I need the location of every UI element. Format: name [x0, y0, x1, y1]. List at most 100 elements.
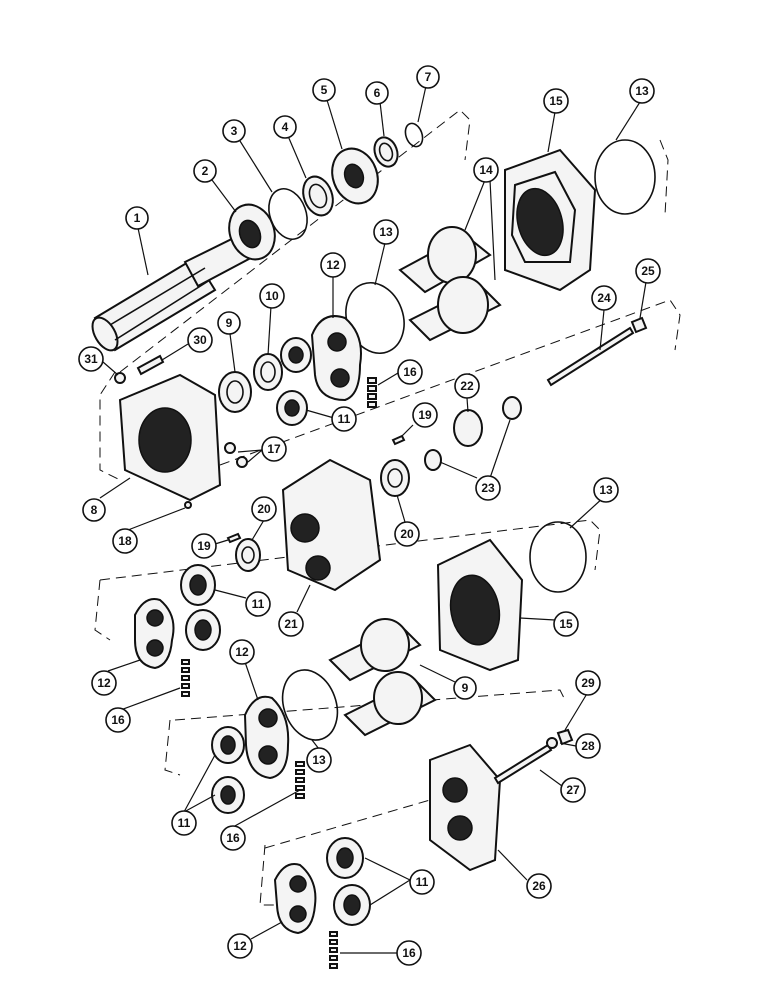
part-nut-25: [630, 316, 648, 334]
svg-text:16: 16: [226, 831, 240, 845]
callout-20-lower: 20: [251, 496, 277, 522]
svg-text:19: 19: [197, 539, 211, 553]
svg-text:13: 13: [312, 753, 326, 767]
svg-text:11: 11: [252, 597, 265, 611]
callout-15-lower: 15: [553, 611, 579, 637]
part-retainer-9-upper: [218, 371, 252, 413]
callout-4: 4: [273, 115, 297, 139]
callout-23: 23: [475, 475, 501, 501]
svg-text:13: 13: [599, 483, 613, 497]
svg-text:19: 19: [418, 408, 432, 422]
svg-text:27: 27: [566, 783, 580, 797]
part-seal-carrier: [228, 203, 276, 261]
part-pin-19-upper: [391, 434, 406, 446]
callout-9-lower: 9: [453, 676, 477, 700]
callout-16-lower: 16: [220, 825, 246, 851]
part-bearings-11-upper: [276, 337, 312, 426]
svg-text:1: 1: [134, 211, 141, 225]
svg-text:6: 6: [374, 86, 381, 100]
part-seals-16-mid: [181, 659, 190, 697]
callout-20-upper: 20: [394, 521, 420, 547]
svg-text:16: 16: [402, 946, 416, 960]
callout-24: 24: [591, 285, 617, 311]
part-seal-10: [253, 353, 283, 391]
part-bearings-11-lower: [211, 726, 245, 814]
part-end-cover-26: [429, 743, 502, 872]
part-center-body-21: [281, 458, 382, 592]
part-washer-28: [546, 737, 558, 749]
callout-11-lower: 11: [171, 810, 197, 836]
callout-16-upper: 16: [397, 359, 423, 385]
svg-text:12: 12: [233, 939, 247, 953]
callout-19-upper: 19: [412, 402, 438, 428]
part-gear-pair-9: [328, 618, 437, 737]
part-sleeves-23: [424, 396, 522, 471]
callout-5: 5: [312, 78, 336, 102]
svg-text:13: 13: [379, 225, 393, 239]
svg-text:25: 25: [641, 264, 655, 278]
callout-27: 27: [560, 777, 586, 803]
part-nut-29: [556, 728, 574, 746]
callout-9-upper: 9: [217, 311, 241, 335]
leader-lines: [99, 85, 647, 954]
part-wear-plate-12-upper: [310, 315, 362, 402]
svg-text:12: 12: [235, 645, 249, 659]
svg-text:5: 5: [321, 83, 328, 97]
svg-text:28: 28: [581, 739, 595, 753]
svg-text:9: 9: [226, 316, 233, 330]
svg-text:9: 9: [462, 681, 469, 695]
part-mounting-flange-8: [118, 373, 222, 502]
callout-10: 10: [259, 283, 285, 309]
part-pin-18: [184, 501, 192, 509]
callout-1: 1: [125, 206, 149, 230]
svg-text:22: 22: [460, 379, 474, 393]
callout-29: 29: [575, 670, 601, 696]
callout-25: 25: [635, 258, 661, 284]
callout-31: 31: [78, 346, 104, 372]
part-oring-13-lower: [281, 669, 339, 741]
svg-text:7: 7: [425, 70, 432, 84]
svg-text:2: 2: [202, 164, 209, 178]
part-gear-housing-lower: [436, 538, 524, 672]
callout-30: 30: [187, 327, 213, 353]
svg-text:15: 15: [559, 617, 573, 631]
callout-15-upper: 15: [543, 88, 569, 114]
callout-16-mid: 16: [105, 707, 131, 733]
svg-text:24: 24: [597, 291, 611, 305]
svg-text:4: 4: [282, 120, 289, 134]
callout-26: 26: [526, 873, 552, 899]
part-bearings-11-mid: [180, 564, 221, 651]
svg-text:14: 14: [479, 163, 493, 177]
callout-7: 7: [416, 65, 440, 89]
callout-19-lower: 19: [191, 533, 217, 559]
callout-11-upper: 11: [331, 406, 357, 432]
svg-text:12: 12: [326, 258, 340, 272]
svg-text:15: 15: [549, 94, 563, 108]
callout-12-lower: 12: [229, 639, 255, 665]
svg-text:16: 16: [403, 365, 417, 379]
part-coupler-22: [453, 409, 483, 447]
callout-12-upper: 12: [320, 252, 346, 278]
svg-text:12: 12: [97, 676, 111, 690]
callout-12-bottom: 12: [227, 933, 253, 959]
part-seals-16-bottom: [329, 931, 338, 969]
svg-text:20: 20: [400, 527, 414, 541]
svg-text:21: 21: [284, 617, 298, 631]
part-retainer-20-lower: [235, 538, 261, 572]
callout-6: 6: [365, 81, 389, 105]
part-gear-pair-14: [398, 226, 502, 342]
part-retainer-20-upper: [380, 459, 410, 497]
part-wear-plate-12-bottom: [273, 863, 317, 935]
part-bearing-5: [331, 147, 379, 205]
part-stud-24: [546, 326, 635, 387]
svg-text:29: 29: [581, 676, 595, 690]
svg-text:26: 26: [532, 879, 546, 893]
callouts: 1 2 3 4 5 6 7 15 13 14 13 12 10 9 30 31 …: [78, 65, 661, 966]
part-spacer-4: [302, 175, 334, 217]
part-nut-31: [114, 372, 126, 384]
svg-text:11: 11: [338, 412, 351, 426]
part-bearings-11-bottom: [326, 837, 371, 926]
part-oring-13-upper: [594, 139, 656, 215]
svg-text:11: 11: [178, 816, 191, 830]
svg-text:18: 18: [118, 534, 132, 548]
